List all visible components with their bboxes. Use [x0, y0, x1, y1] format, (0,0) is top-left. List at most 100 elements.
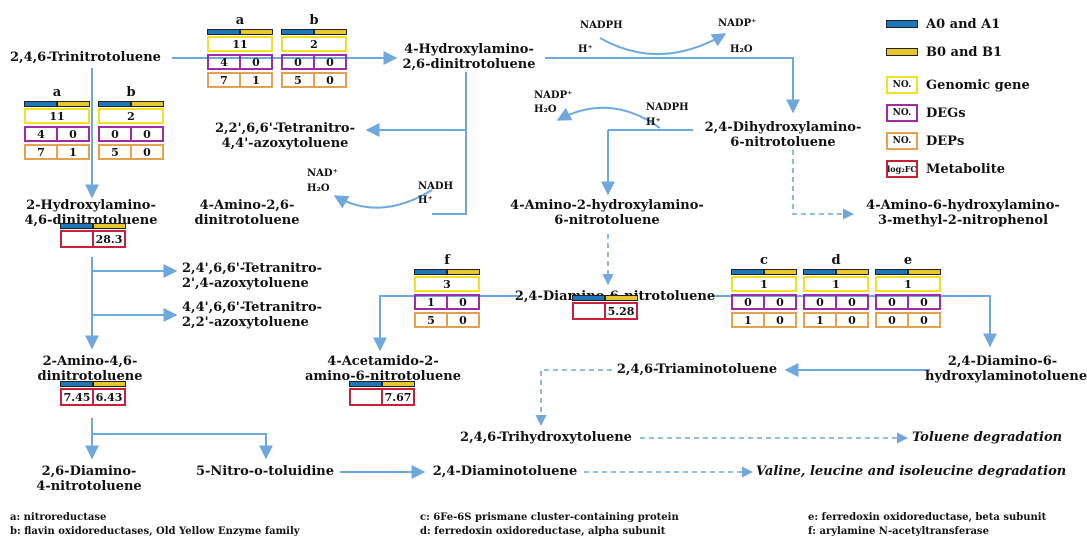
node-diamino-4-nt: 2,6-Diamino- 4-nitrotoluene	[34, 464, 144, 494]
legend-genomic: NO. Genomic gene	[886, 75, 1030, 95]
node-vli-degradation: Valine, leucine and isoleucine degradati…	[756, 464, 1067, 479]
node-toluene-degradation: Toluene degradation	[912, 430, 1063, 445]
condition-bars	[875, 269, 941, 275]
metabolite-bars-dant	[572, 295, 638, 301]
genomic-count: 2	[281, 36, 347, 52]
cofactor-h-mid: H⁺	[646, 117, 661, 128]
label: 2,4-Dihydroxylamino- 6-nitrotoluene	[704, 120, 862, 150]
node-tnt: 2,4,6-Trinitrotoluene	[10, 50, 161, 65]
label: 4-Amino-6-hydroxylamino- 3-methyl-2-nitr…	[866, 198, 1060, 228]
arrow-adnt2-to-nt5	[92, 433, 273, 460]
gene-label: f	[444, 253, 450, 268]
node-4-amino-dnt: 4-Amino-2,6- dinitrotoluene	[193, 198, 301, 228]
node-amino-hydroxylamino-methyl-nitrophenol: 4-Amino-6-hydroxylamino- 3-methyl-2-nitr…	[852, 198, 1074, 228]
node-2-amino-dnt: 2-Amino-4,6- dinitrotoluene	[30, 354, 150, 384]
legend-metabolite-swatch: log₂FC	[886, 160, 918, 178]
legend-a0a1-label: A0 and A1	[926, 16, 1001, 32]
arrow-4had-vertical	[432, 72, 467, 215]
label: 4-Amino-2-hydroxylamino- 6-nitrotoluene	[510, 198, 704, 228]
curve-nadph-top	[599, 33, 727, 55]
node-diaminotoluene: 2,4-Diaminotoluene	[432, 464, 578, 479]
node-4-hydroxylamino-dnt: 4-Hydroxylamino- 2,6-dinitrotoluene	[393, 42, 545, 72]
label: 4-Amino-2,6- dinitrotoluene	[194, 198, 300, 228]
legend-deps-label: DEPs	[926, 133, 965, 149]
metabolite-fc-dant: 5.28	[572, 302, 638, 320]
legend-b0b1-swatch	[886, 48, 918, 56]
label: 2,4',6,6'-Tetranitro- 2',4-azoxytoluene	[182, 261, 323, 291]
node-trihydroxytoluene: 2,4,6-Trihydroxytoluene	[460, 430, 632, 445]
condition-bars	[24, 101, 90, 107]
footnote-b: b: flavin oxidoreductases, Old Yellow En…	[10, 526, 300, 537]
legend-b0b1: B0 and B1	[886, 42, 1002, 62]
genomic-count: 11	[207, 36, 273, 52]
node-diamino-hydroxylaminotoluene: 2,4-Diamino-6- hydroxylaminotoluene	[925, 354, 1087, 384]
dashed-tat-to-tht	[535, 369, 612, 427]
legend-b0b1-label: B0 and B1	[926, 44, 1003, 60]
label: 4-Acetamido-2- amino-6-nitrotoluene	[304, 354, 462, 384]
metabolite-bars-aant	[349, 381, 415, 387]
cofactor-nadh-low: NADH	[418, 181, 454, 192]
legend-degs-swatch: NO.	[886, 104, 918, 122]
node-amino-hydroxylamino-nt: 4-Amino-2-hydroxylamino- 6-nitrotoluene	[498, 198, 716, 228]
arrow-dant-to-aant	[373, 295, 520, 352]
legend-deps-swatch: NO.	[886, 132, 918, 150]
gene-label: d	[831, 253, 841, 268]
genomic-count: 1	[731, 276, 797, 292]
node-azoxy-22: 4,4',6,6'-Tetranitro- 2,2'-azoxytoluene	[182, 300, 322, 330]
curve-nadh	[333, 189, 433, 209]
curve-nadph-mid	[556, 106, 661, 129]
legend-a0a1: A0 and A1	[886, 14, 1000, 34]
genomic-count: 11	[24, 108, 90, 124]
gene-label: b	[126, 85, 136, 100]
legend-deps: NO. DEPs	[886, 131, 964, 151]
node-triaminotoluene: 2,4,6-Triaminotoluene	[616, 362, 778, 377]
cofactor-h2o-top: H₂O	[730, 44, 753, 55]
cofactor-nadph-mid: NADPH	[646, 102, 689, 113]
condition-bars	[731, 269, 797, 275]
condition-bars	[207, 29, 273, 35]
label: 2-Amino-4,6- dinitrotoluene	[37, 354, 143, 384]
legend-genomic-swatch: NO.	[886, 76, 918, 94]
label: 2,6-Diamino- 4-nitrotoluene	[36, 464, 142, 494]
cofactor-h2o-mid: H₂O	[534, 104, 557, 115]
legend-degs: NO. DEGs	[886, 103, 966, 123]
cofactor-h-low: H⁺	[418, 195, 433, 206]
cofactor-h2o-low: H₂O	[307, 183, 330, 194]
legend-a0a1-swatch	[886, 20, 918, 28]
legend-metabolite-label: Metabolite	[926, 161, 1006, 177]
gene-label: e	[903, 253, 913, 268]
condition-bars	[414, 269, 480, 275]
legend-metabolite: log₂FC Metabolite	[886, 159, 1005, 179]
node-5-nitro-o-toluidine: 5-Nitro-o-toluidine	[195, 464, 334, 479]
gene-label: a	[52, 85, 62, 100]
footnote-d: d: ferredoxin oxidoreductase, alpha subu…	[420, 526, 666, 537]
condition-bars	[803, 269, 869, 275]
label: 2,4-Diamino-6- hydroxylaminotoluene	[925, 354, 1087, 384]
legend-degs-label: DEGs	[926, 105, 966, 121]
dashed-dhant-to-ahmnp	[792, 150, 855, 220]
cofactor-nadph-top: NADPH	[580, 20, 623, 31]
footnote-a: a: nitroreductase	[10, 512, 107, 523]
condition-bars	[98, 101, 164, 107]
node-azoxy-24: 2,4',6,6'-Tetranitro- 2',4-azoxytoluene	[182, 261, 322, 291]
node-azoxy-44: 2,2',6,6'-Tetranitro- 4,4'-azoxytoluene	[200, 121, 370, 151]
arrow-4had-to-dhant	[545, 57, 800, 114]
metabolite-fc-aant: 7.67	[349, 388, 415, 406]
